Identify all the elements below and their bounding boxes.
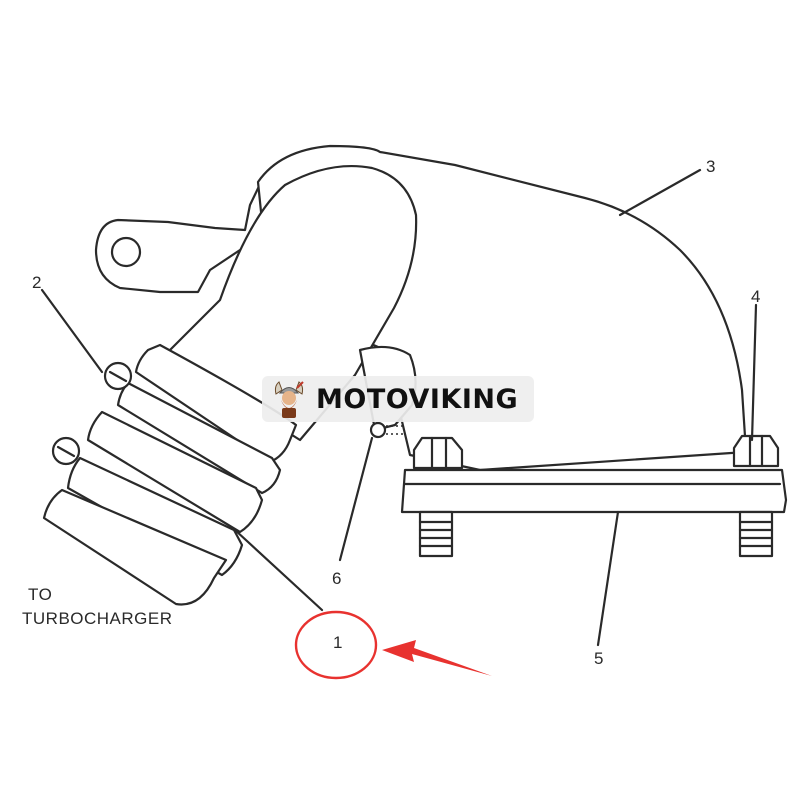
stud-right xyxy=(738,510,774,558)
highlight-annotation xyxy=(294,610,492,680)
hose-clamp-lower xyxy=(51,410,264,577)
side-label-line-1: TO xyxy=(28,585,52,604)
pipe-elbow xyxy=(163,165,418,442)
callout-number-1: 1 xyxy=(333,633,342,652)
callout-number-3: 3 xyxy=(706,157,715,176)
highlight-arrow-icon xyxy=(382,640,492,676)
viking-mascot-icon xyxy=(274,381,304,418)
pipe-outlet xyxy=(42,488,228,606)
nut-right xyxy=(732,434,780,468)
callout-number-5: 5 xyxy=(594,649,603,668)
stud-left xyxy=(418,510,454,558)
leader-lines xyxy=(40,168,758,647)
nut-left xyxy=(412,436,464,470)
callout-number-6: 6 xyxy=(332,569,341,588)
callout-number-4: 4 xyxy=(751,287,760,306)
watermark: MOTOVIKING xyxy=(262,376,534,422)
highlight-circle xyxy=(294,610,378,680)
callout-number-2: 2 xyxy=(32,273,41,292)
mounting-bracket xyxy=(94,178,264,294)
watermark-text: MOTOVIKING xyxy=(316,383,519,415)
side-label-line-2: TURBOCHARGER xyxy=(22,609,173,628)
flange-plate xyxy=(400,468,788,514)
hose-clamp-upper xyxy=(103,343,298,495)
